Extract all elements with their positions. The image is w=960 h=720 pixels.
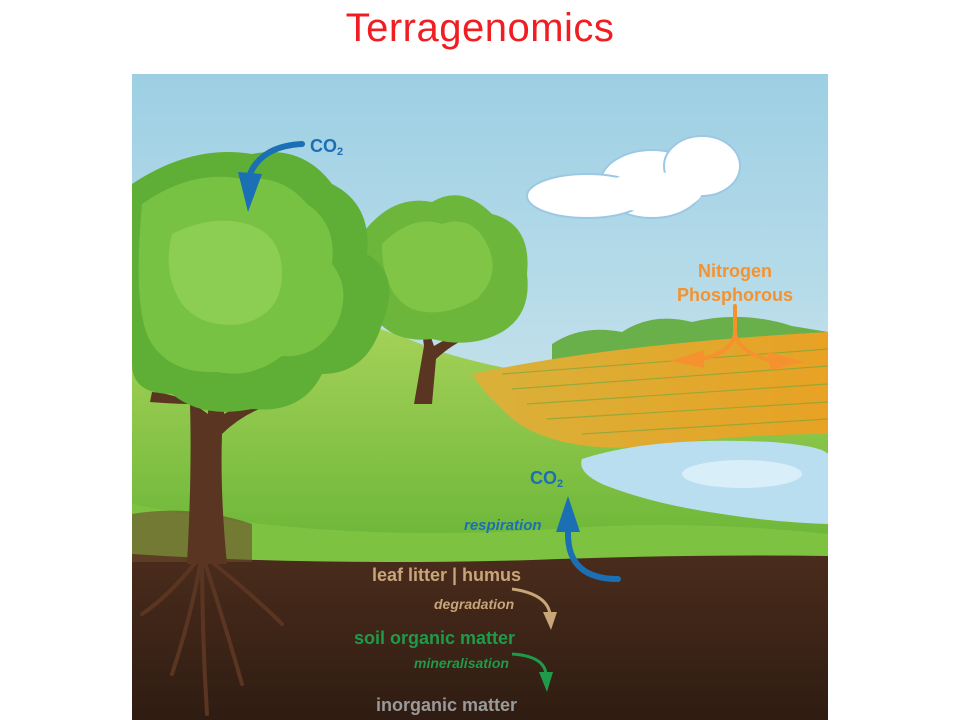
leaf-litter-label: leaf litter | humus (372, 565, 521, 585)
co2-top-label: CO2 (310, 136, 343, 158)
degradation-arrow (511, 587, 552, 615)
degradation-label: degradation (434, 596, 514, 612)
respiration-label: respiration (464, 517, 542, 534)
mineralisation-label: mineralisation (414, 655, 509, 671)
soil-layer (132, 554, 828, 720)
mineralisation-arrow (511, 652, 548, 675)
ecosystem-illustration: CO2 CO2 Nitrogen Phosphorous respiration… (132, 74, 828, 720)
page-title: Terragenomics (345, 6, 615, 50)
crop-field (472, 332, 828, 448)
inorganic-label: inorganic matter (376, 695, 517, 715)
grass-band (132, 504, 828, 564)
crop-rows (501, 348, 828, 435)
phosphorous-label: Phosphorous (677, 285, 793, 305)
nitrogen-label: Nitrogen (698, 261, 772, 281)
small-tree-canopy (356, 195, 528, 343)
small-tree-trunk (414, 329, 472, 404)
co2-mid-label: CO2 (530, 468, 563, 490)
cloud (526, 135, 741, 219)
soil-organic-label: soil organic matter (354, 628, 515, 648)
respiration-arrow (565, 526, 621, 582)
nutrient-arrows (700, 304, 774, 363)
big-tree-canopy (132, 152, 390, 412)
big-tree-trunk (150, 374, 272, 564)
co2-uptake-arrow (247, 141, 305, 177)
